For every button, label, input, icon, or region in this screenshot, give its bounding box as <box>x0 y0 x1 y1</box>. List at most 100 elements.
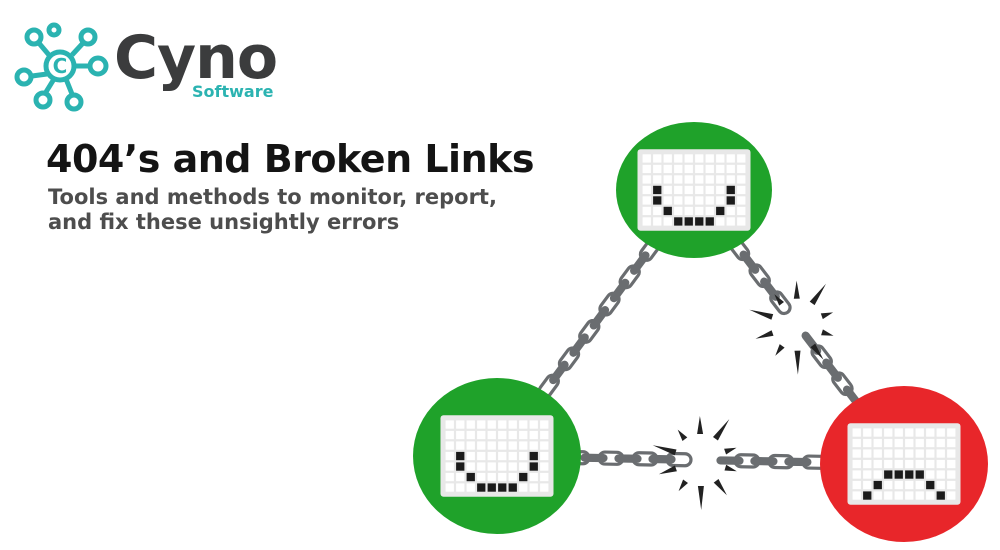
pixel-cell <box>737 185 746 195</box>
spark <box>697 416 704 434</box>
pixel-cell <box>716 164 725 174</box>
pixel-cell <box>529 472 538 482</box>
spark <box>749 309 774 320</box>
spark <box>755 330 774 339</box>
pixel-cell <box>716 217 725 226</box>
chain-link <box>750 456 778 466</box>
chain-link <box>716 456 744 465</box>
pixel-cell <box>863 480 872 490</box>
pixel-cell <box>445 451 454 461</box>
pixel-cell <box>737 196 746 205</box>
pixel-cell <box>663 164 672 174</box>
pixel-cell <box>905 428 914 437</box>
pixel-cell <box>642 206 651 216</box>
pixel-cell <box>926 491 935 500</box>
pixel-cell <box>684 175 693 184</box>
chain-top-to-bottom-left <box>537 237 662 399</box>
pixel-cell <box>695 154 704 163</box>
pixel-cell <box>519 420 528 429</box>
pixel-cell <box>905 449 914 458</box>
pixel-cell <box>487 430 496 440</box>
pixel-cell <box>508 483 517 492</box>
pixel-cell <box>487 420 496 429</box>
pixel-cell <box>642 217 651 226</box>
pixel-cell <box>926 480 935 490</box>
pixel-cell <box>737 164 746 174</box>
pixel-cell <box>947 459 956 469</box>
pixel-cell <box>852 491 861 500</box>
pixel-cell <box>456 462 465 471</box>
pixel-cell <box>540 430 549 440</box>
pixel-cell <box>540 483 549 492</box>
pixel-cell <box>884 470 893 479</box>
pixel-cell <box>519 451 528 461</box>
pixel-cell <box>508 441 517 450</box>
pixel-cell <box>873 438 882 448</box>
pixel-cell <box>529 441 538 450</box>
pixel-cell <box>684 185 693 195</box>
pixel-cell <box>926 438 935 448</box>
spark <box>713 479 727 496</box>
pixel-cell <box>852 449 861 458</box>
chain-link <box>665 451 693 468</box>
pixel-cell <box>519 472 528 482</box>
pixel-cell <box>540 420 549 429</box>
pixel-cell <box>663 196 672 205</box>
pixel-cell <box>705 217 714 226</box>
pixel-cell <box>716 206 725 216</box>
pixel-cell <box>695 164 704 174</box>
pixel-cell <box>529 430 538 440</box>
pixel-cell <box>726 175 735 184</box>
pixel-cell <box>487 483 496 492</box>
pixel-cell <box>445 430 454 440</box>
pixel-cell <box>674 154 683 163</box>
pixel-cell <box>852 480 861 490</box>
pixel-cell <box>477 430 486 440</box>
pixel-cell <box>477 451 486 461</box>
pixel-cell <box>529 451 538 461</box>
pixel-cell <box>926 470 935 479</box>
node-bottom-left-happy-face-icon <box>413 378 581 534</box>
pixel-cell <box>477 483 486 492</box>
pixel-cell <box>487 462 496 471</box>
pixel-cell <box>905 480 914 490</box>
spark <box>713 419 730 441</box>
pixel-cell <box>456 483 465 492</box>
brand-tagline: Software <box>192 82 274 101</box>
pixel-cell <box>498 430 507 440</box>
pixel-cell <box>695 196 704 205</box>
pixel-cell <box>445 441 454 450</box>
pixel-cell <box>716 196 725 205</box>
spark <box>775 344 785 356</box>
pixel-cell <box>642 154 651 163</box>
pixel-cell <box>674 217 683 226</box>
pixel-cell <box>894 428 903 437</box>
pixel-cell <box>653 154 662 163</box>
pixel-cell <box>936 491 945 500</box>
pixel-cell <box>663 185 672 195</box>
pixel-cell <box>466 462 475 471</box>
pixel-cell <box>642 175 651 184</box>
brand-logo: C Cyno Software <box>14 22 284 112</box>
pixel-cell <box>905 491 914 500</box>
pixel-cell <box>936 438 945 448</box>
spark <box>821 329 834 336</box>
pixel-cell <box>540 472 549 482</box>
pixel-cell <box>466 451 475 461</box>
pixel-cell <box>498 451 507 461</box>
pixel-cell <box>716 185 725 195</box>
pixel-cell <box>466 441 475 450</box>
pixel-cell <box>873 428 882 437</box>
pixel-cell <box>915 470 924 479</box>
pixel-cell <box>487 451 496 461</box>
pixel-cell <box>477 441 486 450</box>
pixel-cell <box>873 449 882 458</box>
pixel-cell <box>905 459 914 469</box>
chain-link <box>648 454 676 464</box>
pixel-cell <box>519 441 528 450</box>
pixel-cell <box>456 441 465 450</box>
pixel-cell <box>863 428 872 437</box>
pixel-cell <box>653 217 662 226</box>
pixel-cell <box>674 206 683 216</box>
pixel-cell <box>466 483 475 492</box>
